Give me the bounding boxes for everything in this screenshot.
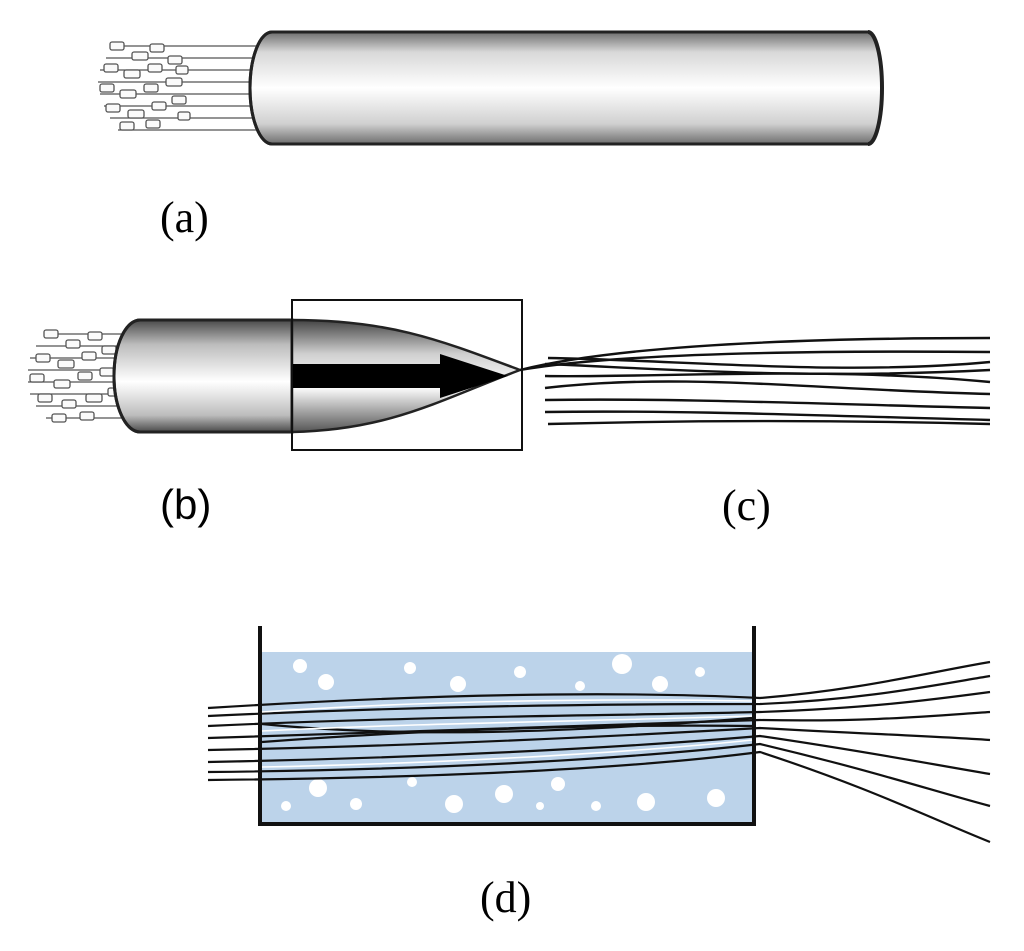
panel-d-fiber-highlights [261,699,753,768]
panel-label-a: (a) [160,193,209,242]
panel-b-zoom-frame [291,299,523,451]
panel-d-bubbles [281,654,725,813]
panel-d-liquid-bath [207,626,991,844]
panel-d-container [258,626,756,826]
panel-a-fiber-ends [98,41,270,131]
panel-d-fibers [207,660,991,844]
panel-c-loose-fibers [519,336,991,426]
panel-a-sheathed-bundle [98,30,884,146]
panel-label-b: (b) [160,481,212,528]
panel-b-arrow [292,354,508,398]
panel-a-sheath-end [867,30,884,146]
panel-label-c: (c) [722,481,771,530]
panel-b-sheath-body [112,318,294,434]
panel-a-sheath-body [248,30,884,146]
panel-b-sheath-removal [28,299,524,451]
panel-a-sheath-mouth [248,30,273,146]
panel-label-d: (d) [480,873,532,922]
panel-b-sheath-mouth [112,318,141,434]
